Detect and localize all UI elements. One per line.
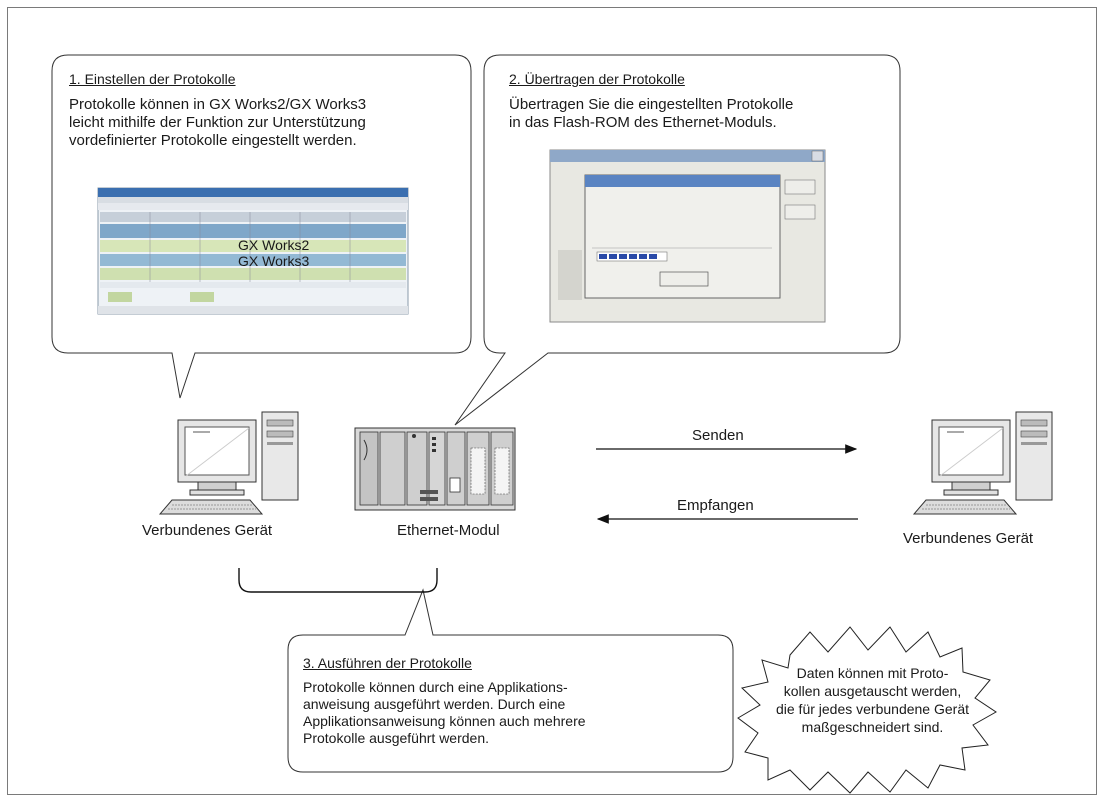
send-label: Senden — [692, 427, 744, 444]
left-device-label: Verbundenes Gerät — [142, 522, 273, 539]
left-pc-icon — [158, 411, 299, 515]
connection-bracket — [238, 568, 438, 593]
starburst-text: Daten können mit Proto- kollen ausgetaus… — [775, 665, 969, 735]
callout-3-body: Protokolle können durch eine Applikation… — [303, 679, 586, 746]
starburst-shape — [737, 626, 997, 794]
screenshot-label-gx-works3: GX Works3 — [238, 253, 310, 269]
plc-module-icon — [354, 427, 516, 511]
callout-1-body: Protokolle können in GX Works2/GX Works3… — [69, 96, 367, 149]
callout-2-body: Übertragen Sie die eingestellten Protoko… — [509, 96, 794, 131]
callout-3-bubble — [287, 588, 734, 773]
callout-1-title: 1. Einstellen der Protokolle — [69, 71, 236, 87]
callout-2-title: 2. Übertragen der Protokolle — [509, 71, 685, 87]
callout-3-title: 3. Ausführen der Protokolle — [303, 655, 472, 671]
transfer-dialog-screenshot — [549, 149, 826, 323]
right-pc-icon — [912, 411, 1053, 515]
right-device-label: Verbundenes Gerät — [903, 530, 1034, 547]
module-label: Ethernet-Modul — [397, 522, 500, 539]
gx-works-screenshot — [97, 187, 409, 315]
screenshot-label-gx-works2: GX Works2 — [238, 237, 310, 253]
diagram-frame — [7, 7, 1097, 795]
receive-label: Empfangen — [677, 497, 754, 514]
